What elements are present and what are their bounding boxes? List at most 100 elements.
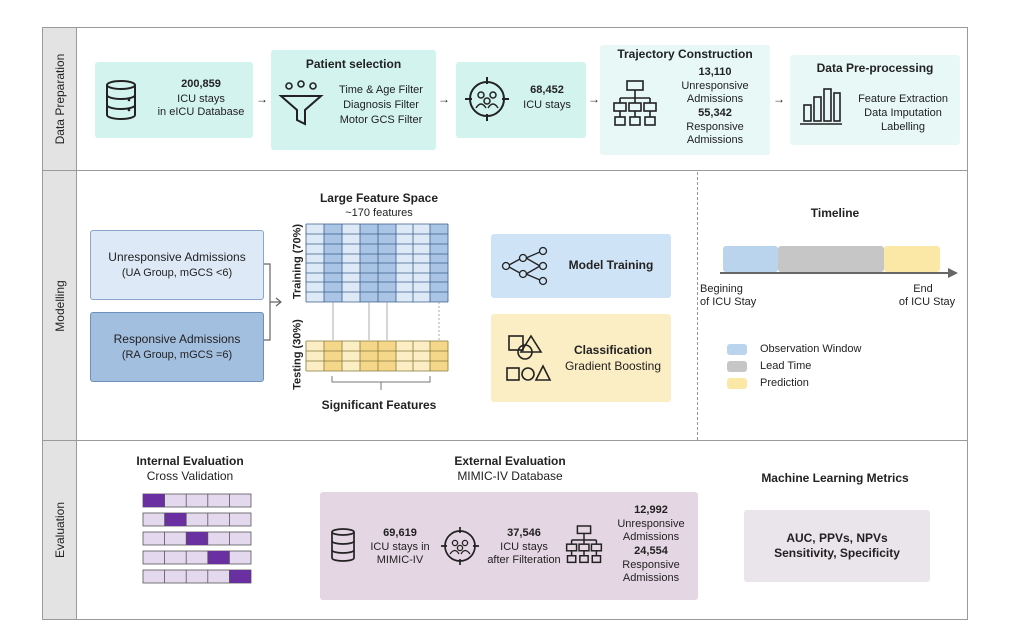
timeline-start-1: Begining: [700, 283, 743, 295]
model-training-box: Model Training: [491, 234, 671, 298]
internal-evaluation-subtitle: Cross Validation: [146, 469, 234, 483]
feature-space-title: Large Feature Space: [319, 191, 439, 205]
section-divider: [42, 170, 968, 171]
mimic-label-2: MIMIC-IV: [376, 554, 424, 566]
internal-evaluation-title: Internal Evaluation: [136, 454, 244, 468]
section-evaluation: Evaluation: [42, 440, 77, 620]
ext-responsive-label-1: Responsive: [622, 559, 680, 571]
responsive-admissions-box: Responsive Admissions (RA Group, mGCS =6…: [90, 312, 264, 382]
timeline-end-1: End: [913, 283, 933, 295]
legend-swatch-lead: [727, 361, 747, 372]
data-imputation: Data Imputation: [864, 107, 942, 119]
ext-unresponsive-count: 12,992: [634, 504, 668, 516]
bar-chart-icon: [800, 88, 842, 125]
external-evaluation-title: External Evaluation: [454, 454, 566, 468]
eicu-count: 200,859: [181, 78, 221, 90]
patient-selection-box: Patient selection Time & Age Filter Diag…: [271, 50, 436, 150]
patient-selection-title: Patient selection: [305, 57, 402, 71]
responsive-label-2: Admissions: [686, 134, 744, 146]
filter-time-age: Time & Age Filter: [339, 84, 423, 96]
unresponsive-label-1: Unresponsive: [681, 80, 749, 92]
ua-label-2: (UA Group, mGCS <6): [121, 267, 233, 279]
unresponsive-admissions-box: Unresponsive Admissions (UA Group, mGCS …: [90, 230, 264, 300]
mimic-label-1: ICU stays in: [370, 541, 430, 553]
icu-stays-label: ICU stays: [523, 99, 571, 111]
testing-feature-grid: [305, 340, 449, 372]
filtered-label-2: after Filteration: [487, 554, 561, 566]
unresponsive-label-2: Admissions: [686, 93, 744, 105]
metrics-title: Machine Learning Metrics: [761, 471, 909, 485]
section-modelling: Modelling: [42, 170, 77, 441]
icu-stays-box: 68,452 ICU stays: [456, 62, 586, 138]
external-evaluation-box: 69,619 ICU stays in MIMIC-IV 37,546 ICU …: [320, 492, 698, 600]
timeline-start-2: of ICU Stay: [700, 296, 757, 308]
ext-responsive-count: 24,554: [634, 545, 668, 557]
arrow-right-icon: →: [256, 92, 268, 106]
section-data-preparation: Data Preparation: [42, 27, 77, 171]
testing-label: Testing (30%): [291, 319, 304, 390]
arrow-right-icon: →: [773, 92, 785, 106]
labelling: Labelling: [880, 121, 926, 133]
legend-swatch-prediction: [727, 378, 747, 389]
responsive-label-1: Responsive: [686, 121, 744, 133]
hierarchy-icon: [565, 525, 603, 564]
preprocessing-box: Data Pre-processing Feature Extraction D…: [790, 55, 960, 145]
hierarchy-icon: [613, 80, 657, 126]
eicu-label-2: in eICU Database: [157, 106, 245, 118]
cross-validation-folds: [142, 493, 252, 584]
filter-motor-gcs: Motor GCS Filter: [339, 114, 423, 126]
timeline-title: Timeline: [810, 206, 860, 220]
ext-unresponsive-label-1: Unresponsive: [617, 518, 685, 530]
trajectory-box: Trajectory Construction 13,110 Unrespons…: [600, 45, 770, 155]
eicu-label-1: ICU stays: [177, 93, 225, 105]
gradient-boosting-label: Gradient Boosting: [564, 359, 662, 373]
legend-lead: Lead Time: [760, 360, 812, 372]
timeline-end-2: of ICU Stay: [898, 296, 956, 308]
unresponsive-count: 13,110: [698, 66, 732, 78]
ra-label-2: (RA Group, mGCS =6): [121, 349, 233, 361]
patient-group-icon: [465, 77, 509, 121]
neural-network-icon: [501, 246, 548, 286]
section-label: Data Preparation: [52, 53, 67, 145]
section-label: Modelling: [52, 279, 67, 332]
filtered-count: 37,546: [507, 527, 541, 539]
classification-box: Classification Gradient Boosting: [491, 314, 671, 402]
model-training-label: Model Training: [568, 258, 654, 272]
legend-swatch-observation: [727, 344, 747, 355]
database-icon: [331, 528, 355, 562]
section-divider: [42, 440, 968, 441]
eicu-database-box: 200,859 ICU stays in eICU Database: [95, 62, 253, 138]
metrics-line-1: AUC, PPVs, NPVs: [786, 531, 888, 545]
filter-diagnosis: Diagnosis Filter: [343, 99, 419, 111]
metrics-box: AUC, PPVs, NPVs Sensitivity, Specificity: [744, 510, 930, 582]
classification-label: Classification: [573, 343, 653, 357]
database-icon: [106, 80, 136, 120]
trajectory-title: Trajectory Construction: [617, 47, 753, 61]
ext-unresponsive-label-2: Admissions: [622, 531, 680, 543]
legend-observation: Observation Window: [760, 343, 862, 355]
feature-extraction: Feature Extraction: [858, 93, 948, 105]
mimic-count: 69,619: [383, 527, 417, 539]
filtered-label-1: ICU stays: [500, 541, 548, 553]
preprocessing-title: Data Pre-processing: [816, 61, 934, 75]
shapes-icon: [506, 334, 552, 381]
significant-bracket: [331, 376, 431, 390]
ext-responsive-label-2: Admissions: [622, 572, 680, 584]
patient-group-icon: [441, 527, 479, 565]
arrow-right-icon: →: [588, 92, 600, 106]
significant-features-label: Significant Features: [321, 398, 437, 412]
merge-bracket: [264, 263, 282, 341]
arrow-right-icon: →: [438, 92, 450, 106]
icu-stays-count: 68,452: [530, 84, 564, 96]
responsive-count: 55,342: [698, 107, 732, 119]
timeline-divider: [697, 172, 698, 440]
feature-connectors: [332, 302, 440, 340]
ua-label-1: Unresponsive Admissions: [108, 250, 246, 264]
legend-prediction: Prediction: [760, 377, 809, 389]
ra-label-1: Responsive Admissions: [113, 332, 241, 346]
metrics-line-2: Sensitivity, Specificity: [774, 546, 900, 560]
timeline-bar: [720, 246, 958, 278]
training-feature-grid: [305, 223, 449, 303]
external-evaluation-subtitle: MIMIC-IV Database: [457, 469, 563, 483]
training-label: Training (70%): [291, 223, 304, 300]
